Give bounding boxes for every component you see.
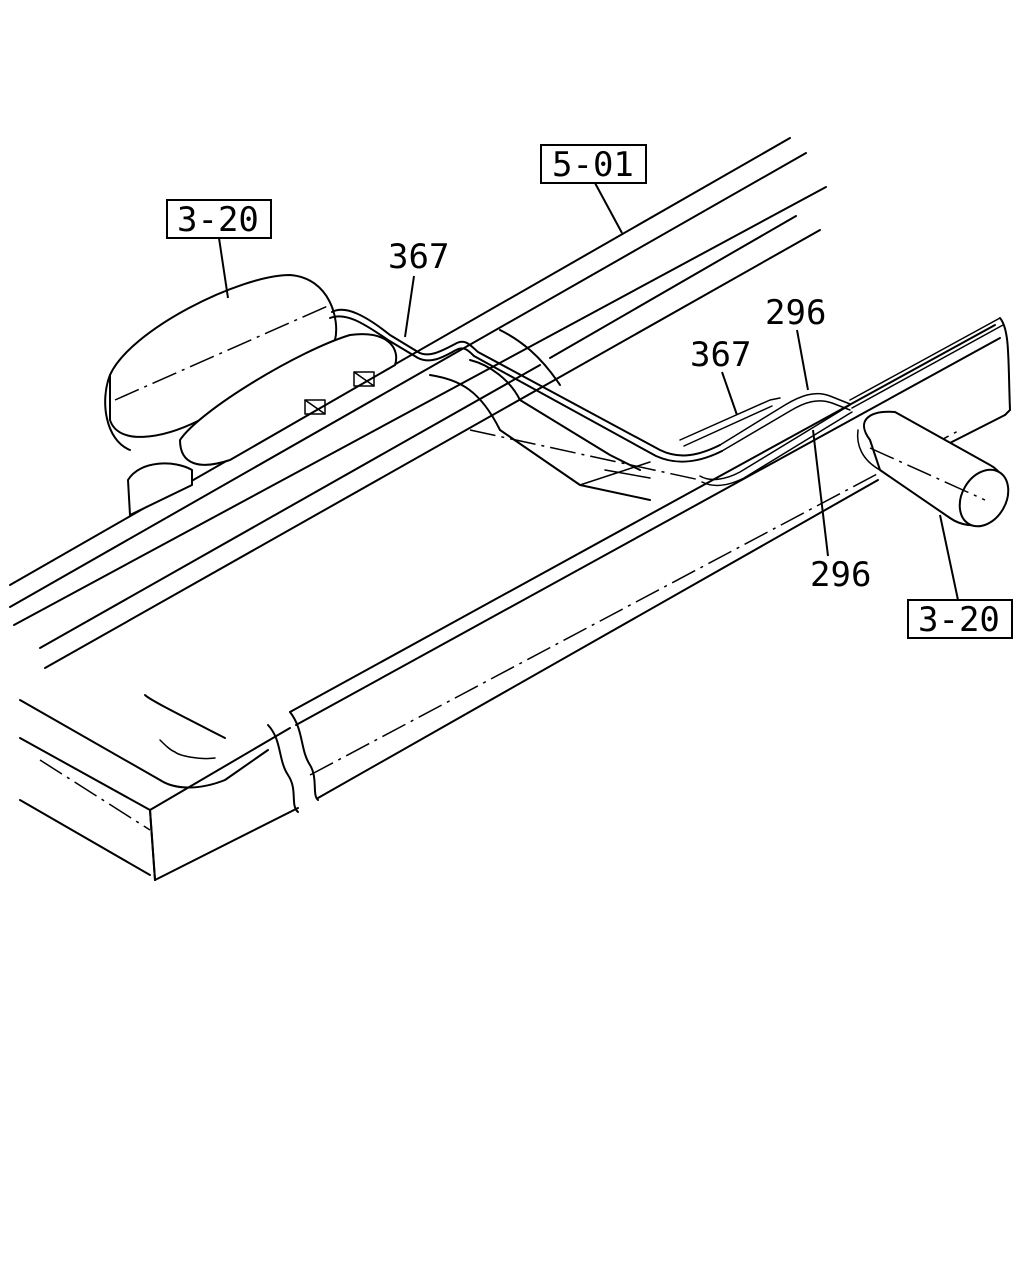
callout-part-367-mid[interactable]: 367: [690, 335, 751, 416]
callout-ref-3-20-right[interactable]: 3-20: [907, 514, 1013, 640]
callout-part-296-bottom[interactable]: 296: [810, 429, 871, 595]
left-cylinder: [104, 274, 398, 516]
callout-ref-3-20-right-label: 3-20: [918, 600, 1000, 640]
right-frame-rail: [289, 317, 1011, 799]
callout-part-296-bottom-label: 296: [810, 555, 871, 595]
callout-part-367-top-label: 367: [388, 237, 449, 277]
callout-ref-5-01-label: 5-01: [552, 145, 634, 185]
crossmember-bracket: [429, 329, 701, 501]
callout-part-367-mid-label: 367: [690, 335, 751, 375]
callout-part-296-top[interactable]: 296: [765, 293, 826, 391]
brake-pipe-assembly: [329, 308, 1004, 487]
callout-ref-5-01[interactable]: 5-01: [540, 144, 647, 234]
lower-frame-channel: [19, 694, 319, 881]
callout-part-367-top[interactable]: 367: [388, 237, 449, 338]
callout-ref-3-20-left-label: 3-20: [177, 200, 259, 240]
right-cylinder: [856, 410, 1010, 528]
callout-ref-3-20-left[interactable]: 3-20: [166, 199, 272, 299]
upper-frame-rail: [9, 137, 827, 669]
callout-part-296-top-label: 296: [765, 293, 826, 333]
